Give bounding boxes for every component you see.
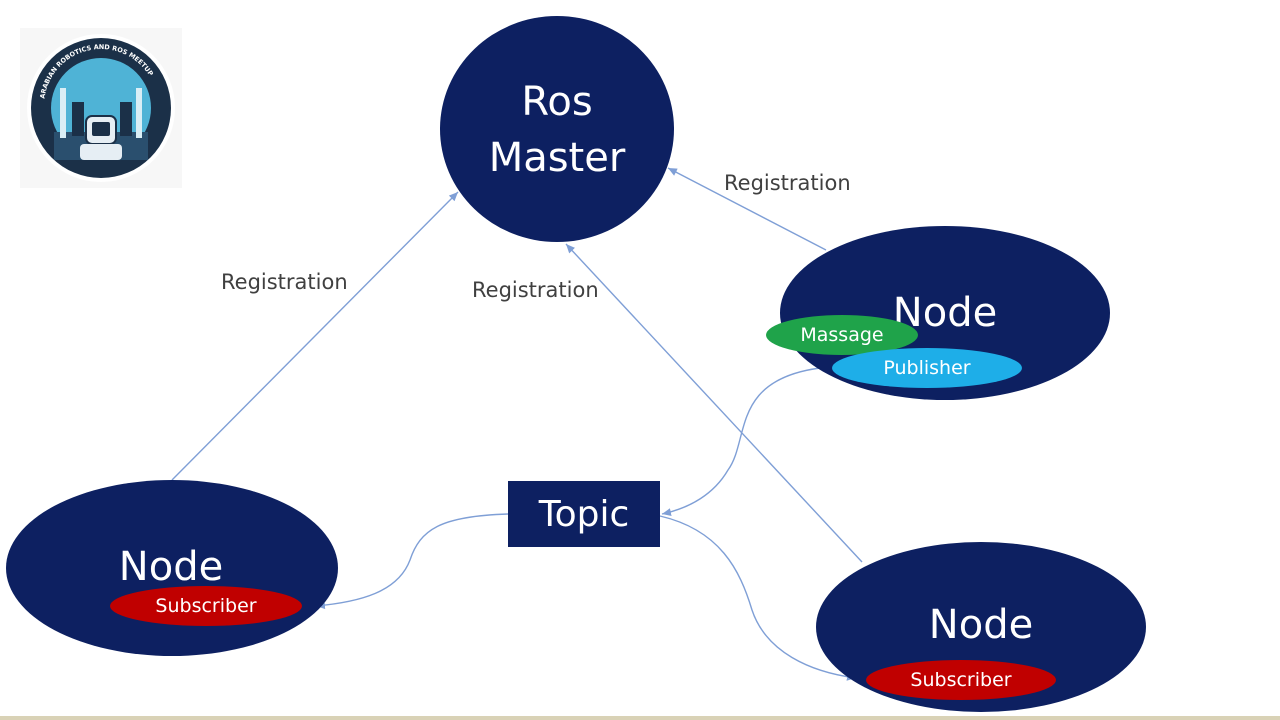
subscribe-curve-right xyxy=(659,515,857,681)
right-subscriber-pill: Subscriber xyxy=(866,660,1056,700)
logo-icon: ARABIAN ROBOTICS AND ROS MEETUP xyxy=(27,34,175,182)
subscribe-curve-left xyxy=(315,513,509,610)
registration-label-center: Registration xyxy=(472,278,599,302)
logo: ARABIAN ROBOTICS AND ROS MEETUP xyxy=(20,28,182,188)
publisher-pill: Publisher xyxy=(832,348,1022,388)
registration-label-left: Registration xyxy=(221,270,348,294)
right-node-label: Node xyxy=(928,602,1034,648)
bottom-bar xyxy=(0,716,1280,720)
message-label: Massage xyxy=(800,324,884,346)
ros-master-line2: Master xyxy=(488,135,626,181)
registration-label-right: Registration xyxy=(724,171,851,195)
ros-master-label: Ros Master xyxy=(440,74,674,186)
registration-arrow-publisher xyxy=(667,167,827,251)
registration-arrow-bottom xyxy=(565,243,863,563)
right-subscriber-label: Subscriber xyxy=(910,669,1012,691)
left-subscriber-pill: Subscriber xyxy=(110,586,302,626)
registration-arrow-left xyxy=(171,191,459,481)
publish-curve xyxy=(661,367,821,517)
publisher-label: Publisher xyxy=(883,357,971,379)
left-subscriber-node xyxy=(6,480,338,656)
topic-label: Topic xyxy=(538,493,630,535)
left-node-label: Node xyxy=(118,544,224,590)
ros-master-node xyxy=(440,16,674,242)
topic-box: Topic xyxy=(508,481,660,547)
ros-master-line1: Ros xyxy=(521,79,593,125)
left-subscriber-label: Subscriber xyxy=(155,595,257,617)
